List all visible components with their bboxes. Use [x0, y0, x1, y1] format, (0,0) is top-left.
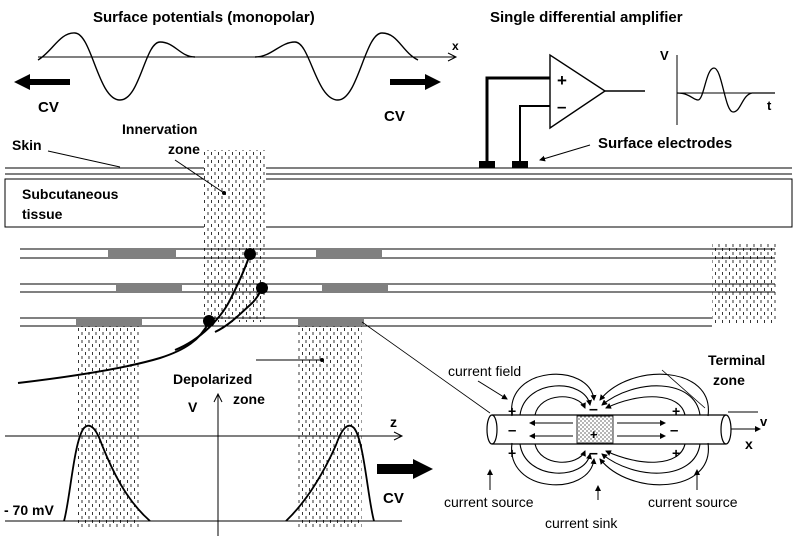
- charge-plus-inner: +: [590, 427, 598, 442]
- charge-plus-1: +: [508, 403, 516, 419]
- subcutaneous-label-line2: tissue: [22, 206, 63, 222]
- fiber-x-label: x: [745, 436, 753, 452]
- amplifier-plus: +: [557, 71, 567, 90]
- bottom-v-axis-arrowhead: [213, 392, 223, 403]
- title-amplifier: Single differential amplifier: [490, 9, 683, 26]
- electrode-right: [512, 161, 528, 168]
- cv-left-arrow: [14, 74, 70, 90]
- axial-current-arrows: [529, 420, 666, 439]
- depolarized-pointer-dot: [320, 358, 324, 362]
- fiber-detail-right-end: [720, 414, 732, 445]
- amp-plot-t-label: t: [767, 98, 772, 113]
- bottom-z-label: z: [390, 414, 397, 430]
- neuromuscular-junction-3: [203, 315, 215, 327]
- innervation-label-line2: zone: [168, 141, 200, 157]
- charge-minus-bottom: –: [589, 445, 598, 462]
- amplifier-minus: –: [557, 97, 566, 116]
- innervation-pointer: [174, 159, 225, 194]
- endplate-f3-right: [298, 318, 364, 326]
- endplate-f2-left: [116, 284, 182, 292]
- cv-left-label: CV: [38, 99, 59, 116]
- field-lines-lower: [511, 442, 709, 486]
- skin-pointer: [47, 150, 121, 168]
- terminal-label-line2: zone: [713, 372, 745, 388]
- current-source-right-label: current source: [648, 494, 738, 510]
- cv-right-arrow: [390, 74, 441, 90]
- electrode-wire-minus: [519, 105, 550, 163]
- innervation-pointer-dot: [222, 191, 226, 195]
- neuromuscular-junction-2: [256, 282, 268, 294]
- endplate-f3-left: [76, 318, 142, 326]
- fiber-detail-left-end: [486, 414, 498, 445]
- amplifier-triangle: [549, 53, 607, 130]
- cv-bottom-arrow: [377, 459, 433, 479]
- bottom-z-axis-arrowhead: [393, 431, 404, 441]
- charge-minus-top: –: [589, 401, 598, 418]
- charge-plus-2: +: [508, 445, 516, 461]
- bottom-v-label: V: [188, 399, 198, 415]
- depolarized-label-line2: zone: [233, 391, 265, 407]
- surface-electrodes-pointer: [539, 144, 591, 162]
- axon-branch-1: [174, 253, 251, 351]
- neuromuscular-junction-1: [244, 248, 256, 260]
- zoom-line-right: [661, 369, 706, 409]
- current-field-pointer: [477, 380, 508, 400]
- subcutaneous-label-line1: Subcutaneous: [22, 186, 119, 202]
- charge-plus-3: +: [672, 403, 680, 419]
- endplate-f1-left: [108, 249, 176, 258]
- subcutaneous-tissue-box: [4, 178, 793, 228]
- electrode-wire-plus: [485, 76, 550, 163]
- current-source-left-label: current source: [444, 494, 534, 510]
- charge-minus-left: –: [508, 422, 516, 439]
- current-field-label: current field: [448, 363, 521, 379]
- depolarized-zone-left: [77, 322, 141, 527]
- resting-potential-label: - 70 mV: [4, 502, 54, 518]
- electrode-left: [479, 161, 495, 168]
- depolarized-label-line1: Depolarized: [173, 371, 252, 387]
- endplate-f1-right: [316, 249, 382, 258]
- innervation-zone: [204, 150, 266, 322]
- action-potential-right: [285, 424, 375, 522]
- skin-label: Skin: [12, 137, 42, 153]
- field-lines-upper: [511, 373, 709, 417]
- top-x-axis-arrowhead: [447, 52, 458, 62]
- title-surface-potentials: Surface potentials (monopolar): [93, 9, 315, 26]
- charge-minus-right: –: [670, 422, 678, 439]
- cv-bottom-label: CV: [383, 490, 404, 507]
- top-x-axis-label: x: [452, 39, 459, 53]
- surface-potential-waveform: [37, 32, 419, 101]
- depolarized-zone-right: [298, 322, 362, 527]
- action-potential-left: [63, 424, 151, 522]
- cv-right-label: CV: [384, 108, 405, 125]
- current-sink-label: current sink: [545, 515, 618, 531]
- zoom-line-left: [361, 321, 491, 414]
- amp-output-waveform: [676, 67, 775, 113]
- fiber-depolarized-region: [576, 415, 614, 444]
- innervation-label-line1: Innervation: [122, 121, 197, 137]
- fiber-v-label: v: [760, 414, 768, 429]
- charge-plus-4: +: [672, 445, 680, 461]
- fiber-detail-cylinder: [492, 414, 726, 445]
- terminal-label-line1: Terminal: [708, 352, 765, 368]
- endplate-f2-right: [322, 284, 388, 292]
- surface-electrodes-label: Surface electrodes: [598, 135, 732, 152]
- amp-plot-v-label: V: [660, 48, 669, 63]
